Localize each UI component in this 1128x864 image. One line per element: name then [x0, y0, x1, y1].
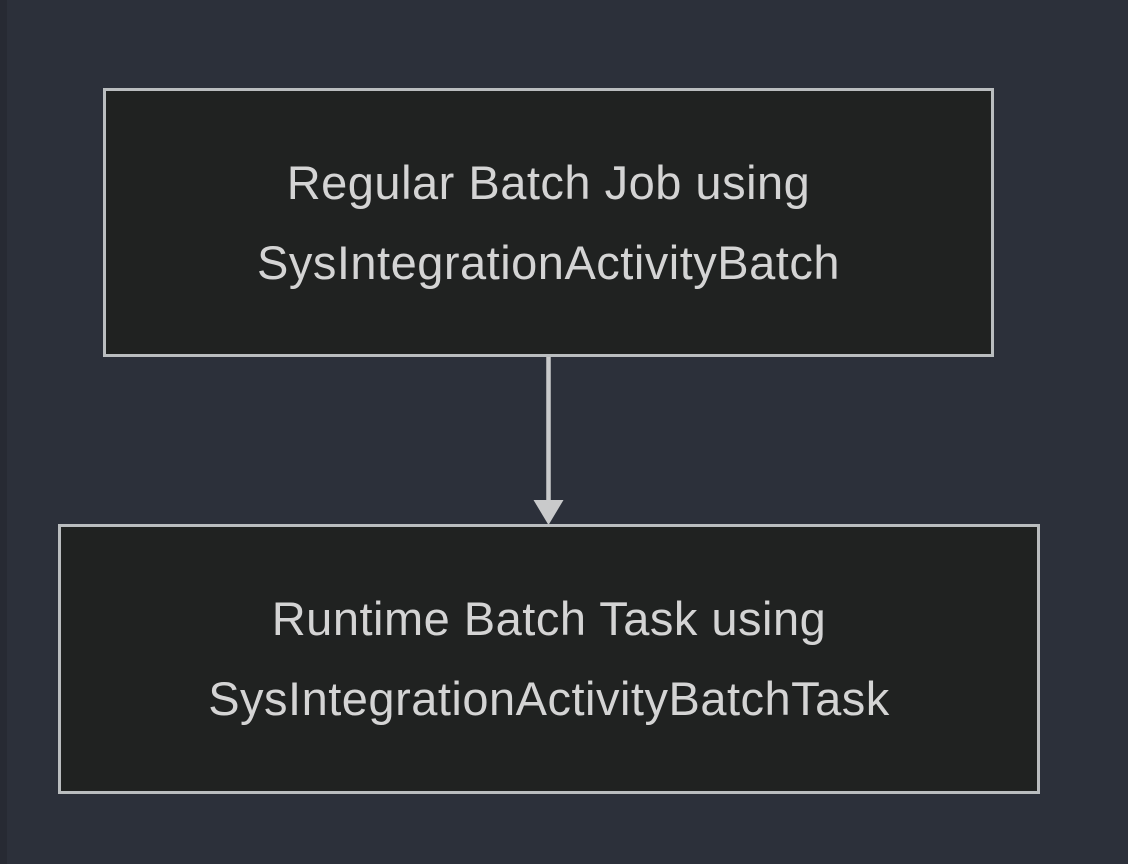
flow-arrow — [533, 357, 564, 525]
node-runtime-batch-task: Runtime Batch Task using SysIntegrationA… — [58, 524, 1040, 794]
node-regular-batch-job-label-line1: Regular Batch Job using — [286, 155, 811, 209]
node-runtime-batch-task-label-line1: Runtime Batch Task using — [271, 592, 827, 645]
node-regular-batch-job-label-line2: SysIntegrationActivityBatch — [257, 235, 840, 289]
node-regular-batch-job: Regular Batch Job using SysIntegrationAc… — [103, 88, 994, 357]
left-edge-strip — [0, 0, 7, 864]
node-runtime-batch-task-label-line2: SysIntegrationActivityBatchTask — [208, 672, 890, 725]
edge-arrowhead-icon — [533, 500, 564, 525]
